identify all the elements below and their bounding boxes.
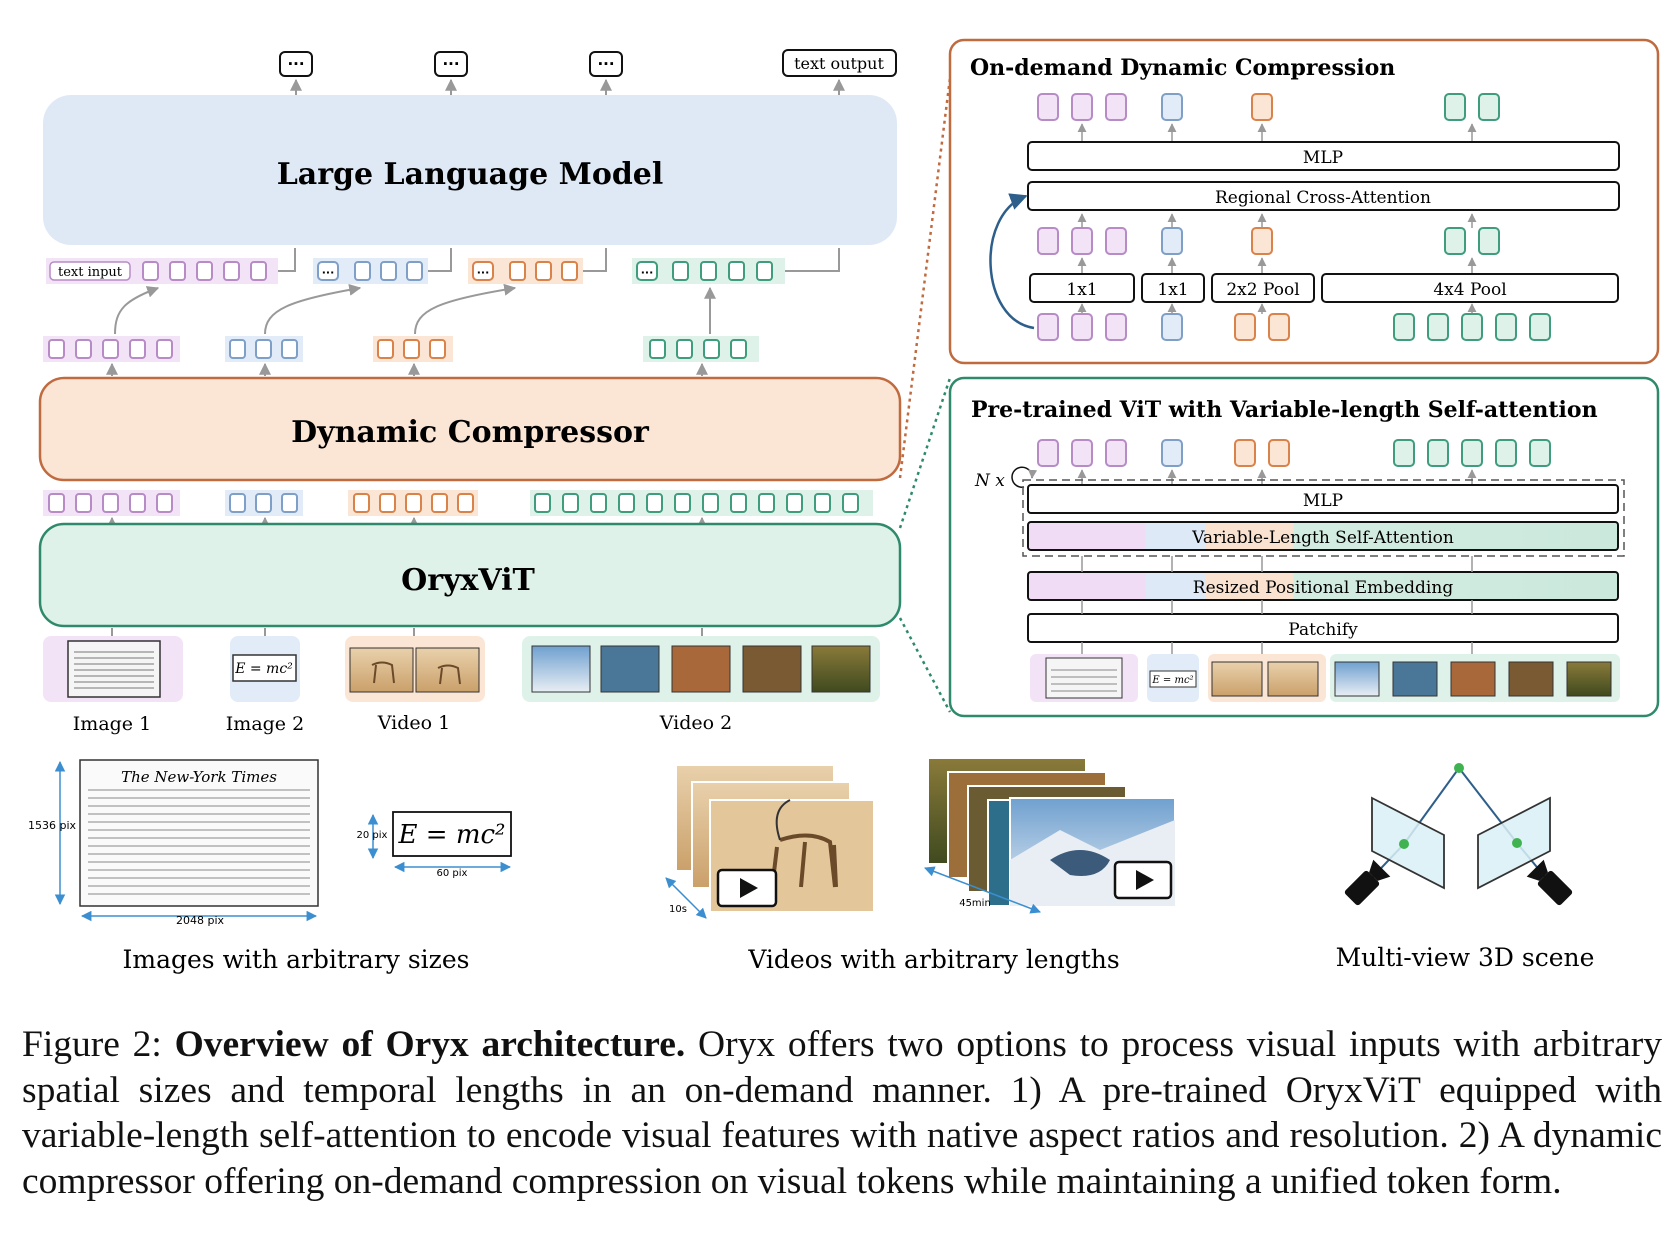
llm-label: Large Language Model <box>277 157 664 192</box>
caption-body: Oryx offers two options to process visua… <box>22 1024 1662 1202</box>
dim-height: 1536 pix <box>28 819 77 832</box>
patchify-label: Patchify <box>1288 620 1358 640</box>
output-ellipsis-1: ··· <box>287 55 304 73</box>
figure-caption: Figure 2: Overview of Oryx architecture.… <box>22 1022 1662 1204</box>
svg-text:···: ··· <box>477 266 490 279</box>
input-video-2 <box>522 636 880 702</box>
input-label-video-2: Video 2 <box>659 712 732 734</box>
vit-panel: Pre-trained ViT with Variable-length Sel… <box>948 376 1660 718</box>
compressed-token-row <box>43 336 759 362</box>
vit-token-row <box>43 490 873 516</box>
vit-mlp-label: MLP <box>1303 491 1343 511</box>
arbitrary-size-images: The New-York Times 1536 pix 2048 pix E =… <box>28 759 512 927</box>
formula-large: E = mc² <box>398 820 506 850</box>
multi-view-3d <box>1344 763 1573 906</box>
formula-dim-h: 20 pix <box>357 830 388 841</box>
input-image-2-formula: E = mc² <box>234 661 293 677</box>
output-ellipsis-3: ··· <box>597 55 614 73</box>
svg-text:E = mc²: E = mc² <box>1151 675 1193 686</box>
text-input-label: text input <box>58 265 123 280</box>
output-ellipsis-2: ··· <box>442 55 459 73</box>
input-image-2: E = mc² <box>230 636 300 702</box>
oryx-architecture-figure: ··· ··· ··· text output Large Language M… <box>28 38 1660 974</box>
video-short-len: 10s <box>669 904 687 915</box>
label-3d: Multi-view 3D scene <box>1336 943 1595 972</box>
odc-mlp-label: MLP <box>1303 148 1343 168</box>
label-images: Images with arbitrary sizes <box>123 945 470 974</box>
input-image-1 <box>43 636 183 702</box>
input-label-image-2: Image 2 <box>226 713 304 735</box>
vit-panel-title: Pre-trained ViT with Variable-length Sel… <box>971 397 1598 423</box>
llm-block <box>43 95 897 245</box>
formula-dim-w: 60 pix <box>437 868 468 879</box>
pool-label-1: 1x1 <box>1066 280 1097 300</box>
svg-text:···: ··· <box>641 266 654 279</box>
caption-prefix: Figure 2: <box>22 1024 175 1065</box>
input-label-image-1: Image 1 <box>73 713 151 735</box>
oryxvit-label: OryxViT <box>401 563 535 598</box>
odc-rca-label: Regional Cross-Attention <box>1215 188 1431 208</box>
input-video-1 <box>345 636 485 702</box>
rpe-label: Resized Positional Embedding <box>1193 578 1454 598</box>
llm-input-row: text input ··· ··· ··· <box>46 258 785 284</box>
caption-title: Overview of Oryx architecture. <box>174 1024 686 1065</box>
arbitrary-length-videos: 10s 45min <box>665 757 1176 919</box>
input-label-video-1: Video 1 <box>377 712 450 734</box>
vlsa-label: Variable-Length Self-Attention <box>1191 528 1454 548</box>
dynamic-compressor-block <box>38 376 902 482</box>
odc-title: On-demand Dynamic Compression <box>970 55 1395 81</box>
odc-panel: On-demand Dynamic Compression MLP Region… <box>948 38 1660 365</box>
dynamic-compressor-label: Dynamic Compressor <box>291 415 650 450</box>
output-tokens: ··· ··· ··· text output <box>279 49 897 77</box>
text-output-label: text output <box>794 54 884 73</box>
pool-label-2: 1x1 <box>1157 280 1188 300</box>
video-long-len: 45min <box>959 898 991 909</box>
nx-label: N x <box>974 471 1005 491</box>
pool-label-3: 2x2 Pool <box>1226 280 1299 300</box>
label-videos: Videos with arbitrary lengths <box>747 945 1119 974</box>
dim-width: 2048 pix <box>176 914 225 927</box>
pool-label-4: 4x4 Pool <box>1433 280 1506 300</box>
oryxvit-block <box>38 522 902 628</box>
newspaper-title: The New-York Times <box>121 768 277 786</box>
svg-text:···: ··· <box>322 266 335 279</box>
